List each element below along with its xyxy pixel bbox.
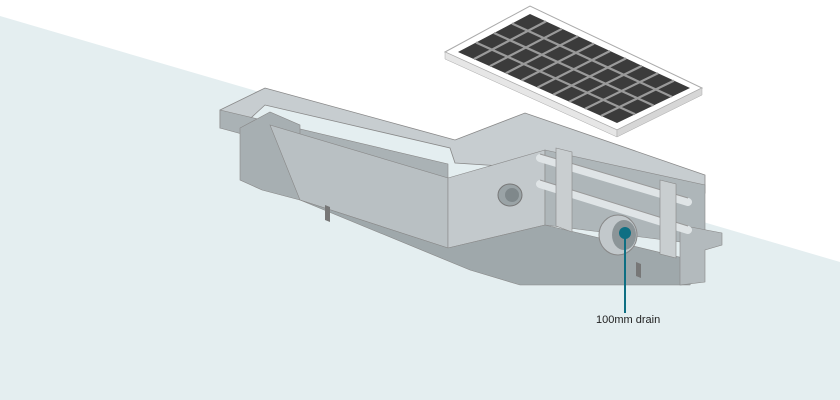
grating-bar [493,31,654,107]
trench-body [219,87,723,286]
grating-cover [443,5,704,138]
drain-label: 100mm drain [596,314,661,326]
grating-bar [475,41,636,116]
drain-callout [619,227,631,313]
grating-bar [511,22,673,98]
